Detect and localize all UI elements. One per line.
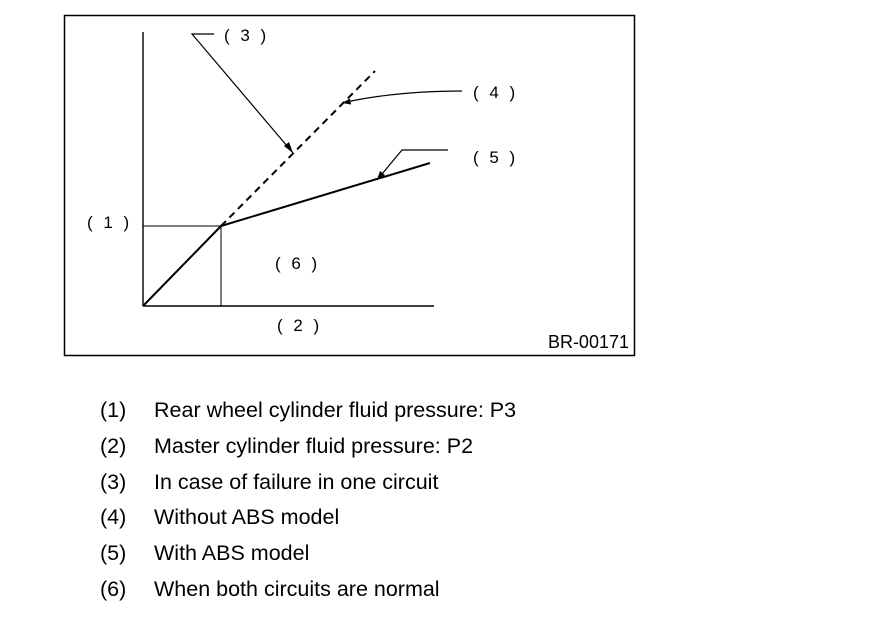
leader-line-5: [376, 149, 448, 181]
legend-item-1: (1) Rear wheel cylinder fluid pressure: P…: [100, 393, 516, 429]
leader-line-3: [190, 33, 294, 154]
legend-item-4: (4) Without ABS model: [100, 500, 516, 536]
legend-text: Master cylinder fluid pressure: P2: [154, 433, 474, 458]
normal-curve-rising-segment: [142, 225, 222, 307]
legend-item-5: (5) With ABS model: [100, 536, 516, 572]
legend-item-2: (2) Master cylinder fluid pressure: P2: [100, 429, 516, 465]
callout-label-3: ( 3 ): [224, 26, 269, 45]
without-abs-dashed-line: [220, 70, 376, 227]
callout-label-6: ( 6 ): [275, 254, 320, 273]
figure-id-label: BR-00171: [548, 332, 629, 352]
legend-number: (3): [100, 469, 127, 494]
callout-label-5: ( 5 ): [473, 148, 518, 167]
leader-arrowhead-4: [342, 98, 351, 105]
with-abs-proportioning-line: [220, 162, 431, 227]
legend-number: (6): [100, 576, 127, 601]
legend-number: (4): [100, 505, 127, 530]
legend-item-6: (6) When both circuits are normal: [100, 572, 516, 608]
leader-arrowhead-3: [284, 142, 293, 153]
legend-list: (1) Rear wheel cylinder fluid pressure: P…: [100, 393, 516, 608]
legend-text: Rear wheel cylinder fluid pressure: P3: [154, 398, 517, 422]
legend-text: With ABS model: [154, 541, 310, 566]
legend-number: (2): [100, 433, 127, 458]
callout-label-4: ( 4 ): [473, 83, 518, 102]
legend-item-3: (3) In case of failure in one circuit: [100, 465, 516, 501]
legend-number: (5): [100, 541, 127, 566]
diagram-frame: [63, 14, 636, 357]
leader-arrowhead-5: [377, 171, 385, 180]
legend-text: In case of failure in one circuit: [154, 469, 439, 494]
leader-line-4: [341, 90, 463, 104]
legend-number: (1): [100, 398, 127, 422]
legend-text: When both circuits are normal: [154, 576, 440, 601]
callout-label-1: ( 1 ): [87, 213, 132, 232]
callout-label-2: ( 2 ): [277, 316, 322, 335]
pressure-diagram: ( 3 ) ( 4 ) ( 5 ) ( 1 ) ( 6 ) ( 2 ) BR-0…: [63, 14, 636, 357]
legend-text: Without ABS model: [154, 505, 340, 530]
